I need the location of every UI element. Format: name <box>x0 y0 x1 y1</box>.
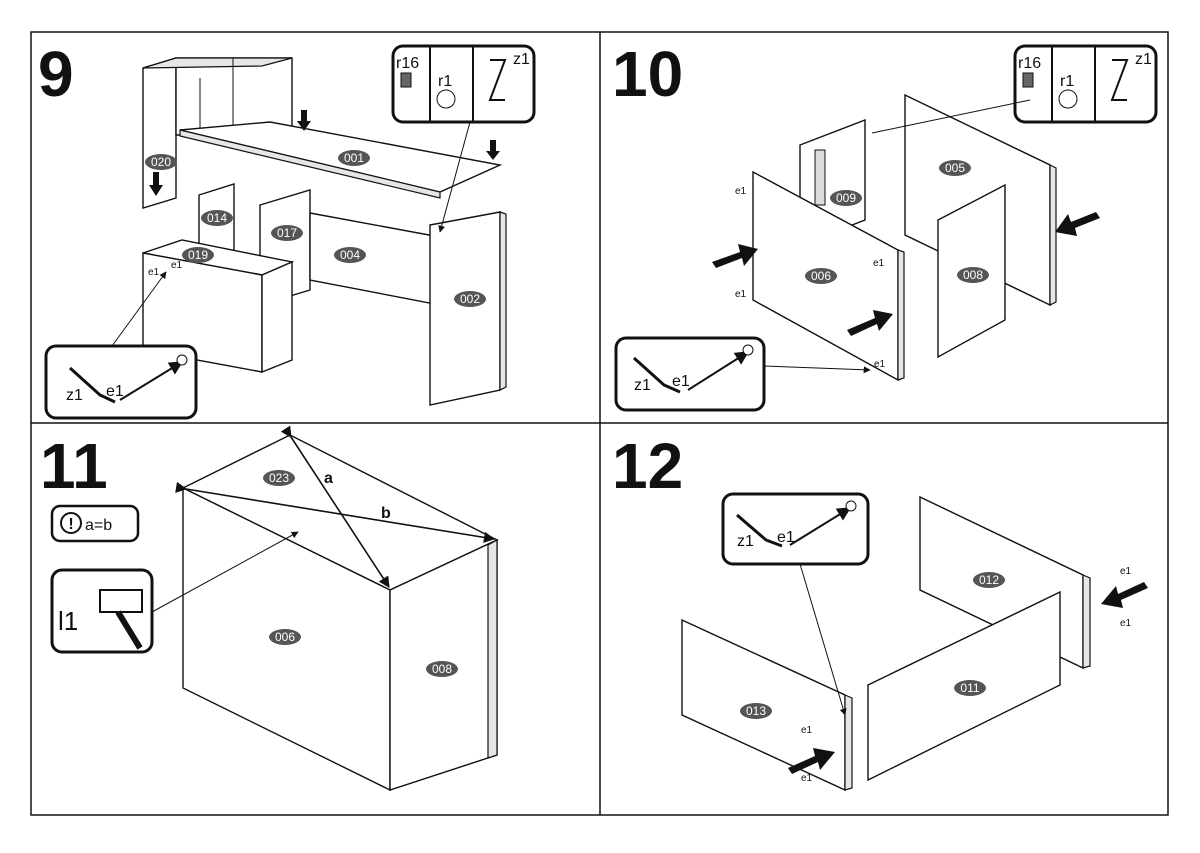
svg-text:013: 013 <box>746 704 766 718</box>
part-label-008: 008 <box>957 267 989 283</box>
part-label-020: 020 <box>145 154 177 170</box>
code-e1: e1 <box>777 529 795 546</box>
leader-line <box>763 365 871 374</box>
step-11: 11 a b ! a=b l1 023 006 008 <box>40 425 499 792</box>
dim-b: b <box>381 505 391 522</box>
part-label-006: 006 <box>269 629 301 645</box>
part-label-002: 002 <box>454 291 486 307</box>
code-z1: z1 <box>513 51 530 68</box>
step-number: 10 <box>612 38 683 110</box>
code-z1: z1 <box>737 533 754 550</box>
push-arrows <box>712 212 1100 336</box>
svg-text:020: 020 <box>151 155 171 169</box>
equal-diagonals-note: ! a=b <box>50 504 140 543</box>
part-label-012: 012 <box>973 572 1005 588</box>
panel-004-shape <box>309 212 441 306</box>
part-label-006: 006 <box>805 268 837 284</box>
panel-002-shape <box>429 211 501 406</box>
hammer-detail-box: l1 <box>50 568 154 654</box>
svg-text:019: 019 <box>188 248 208 262</box>
code-e1: e1 <box>801 773 813 784</box>
svg-text:006: 006 <box>811 269 831 283</box>
hutch-assembly <box>142 57 293 209</box>
part-label-014: 014 <box>201 210 233 226</box>
tool-detail-box: z1 e1 <box>44 344 198 420</box>
part-label-004: 004 <box>334 247 366 263</box>
code-e1: e1 <box>873 258 885 269</box>
step-12: 12 z1 e1 e1 e1 e1 e1 012 011 013 <box>612 430 1148 792</box>
svg-text:012: 012 <box>979 573 999 587</box>
code-e1: e1 <box>874 359 886 370</box>
svg-text:008: 008 <box>963 268 983 282</box>
svg-text:001: 001 <box>344 151 364 165</box>
svg-text:009: 009 <box>836 191 856 205</box>
svg-text:004: 004 <box>340 248 360 262</box>
step-9: 9 <box>38 38 536 420</box>
part-label-023: 023 <box>263 470 295 486</box>
part-label-008: 008 <box>426 661 458 677</box>
svg-text:011: 011 <box>960 681 979 695</box>
step-10: 10 r16 r1 z1 <box>612 38 1158 412</box>
warning-icon: ! <box>68 516 73 533</box>
code-r16: r16 <box>396 55 419 72</box>
dim-a: a <box>324 470 333 487</box>
code-e1: e1 <box>735 289 747 300</box>
svg-text:002: 002 <box>460 292 480 306</box>
hardware-detail-box: r16 r1 z1 <box>391 44 536 124</box>
code-z1: z1 <box>66 387 83 404</box>
part-label-017: 017 <box>271 225 303 241</box>
code-e1: e1 <box>801 725 813 736</box>
leader-line <box>799 563 847 716</box>
part-label-001: 001 <box>338 150 370 166</box>
tool-detail-box: z1 e1 <box>614 336 766 412</box>
svg-text:017: 017 <box>277 226 297 240</box>
part-label-005: 005 <box>939 160 971 176</box>
code-e1: e1 <box>1120 566 1132 577</box>
code-z1: z1 <box>1135 51 1152 68</box>
svg-text:014: 014 <box>207 211 227 225</box>
leader-line <box>871 99 1031 134</box>
code-e1: e1 <box>1120 618 1132 629</box>
svg-text:006: 006 <box>275 630 295 644</box>
note-text: a=b <box>85 517 112 534</box>
svg-text:005: 005 <box>945 161 965 175</box>
code-r1: r1 <box>438 73 452 90</box>
svg-text:023: 023 <box>269 471 289 485</box>
code-r1: r1 <box>1060 73 1074 90</box>
part-label-011: 011 <box>954 680 986 696</box>
step-number: 12 <box>612 430 683 502</box>
code-z1: z1 <box>634 377 651 394</box>
leader-line <box>111 271 167 347</box>
tool-detail-box: z1 e1 <box>721 492 870 566</box>
step-number: 9 <box>38 38 74 110</box>
code-r16: r16 <box>1018 55 1041 72</box>
part-label-013: 013 <box>740 703 772 719</box>
part-label-009: 009 <box>830 190 862 206</box>
step-number: 11 <box>40 430 108 502</box>
code-e1: e1 <box>106 383 124 400</box>
grid-frame <box>30 31 1169 816</box>
code-l1: l1 <box>58 606 78 636</box>
leader-line <box>438 121 471 233</box>
push-arrows <box>788 582 1148 774</box>
hardware-detail-box: r16 r1 z1 <box>1013 44 1158 124</box>
code-e1: e1 <box>735 186 747 197</box>
code-e1: e1 <box>672 373 690 390</box>
leader-line <box>151 531 299 613</box>
code-e1: e1 <box>171 260 183 271</box>
svg-text:008: 008 <box>432 662 452 676</box>
code-e1: e1 <box>148 267 160 278</box>
part-label-019: 019 <box>182 247 214 263</box>
press-arrows <box>149 110 500 196</box>
diagonal-a <box>280 425 390 588</box>
